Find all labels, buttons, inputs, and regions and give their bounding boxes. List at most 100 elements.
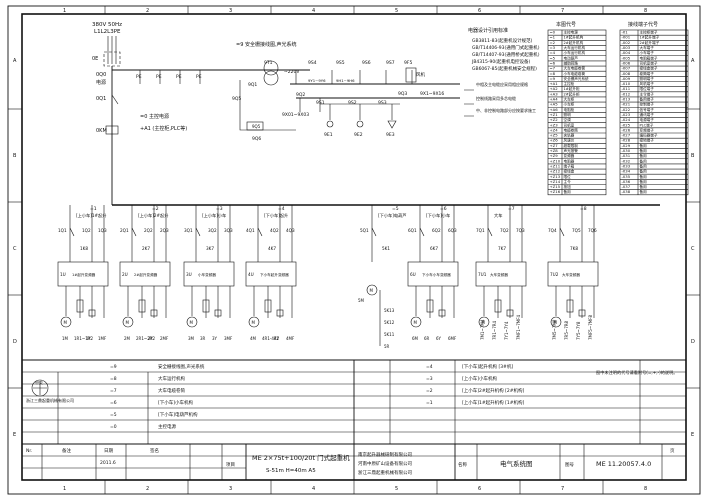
table-desc: 备用 xyxy=(640,163,648,168)
device-label: 7MF5~7MF8 xyxy=(588,315,593,340)
table-code: -X05 xyxy=(622,55,631,60)
device-label: 6MF xyxy=(448,336,457,341)
table-desc: 2#起升端子 xyxy=(640,40,660,45)
breaker-label: 6Q2 xyxy=(432,228,441,233)
trafo-voltage: ~220V xyxy=(284,69,300,75)
qs-text: 电源 xyxy=(96,79,106,86)
motor-m: M xyxy=(414,320,418,325)
inverter-text: 1#起升变频器 xyxy=(72,272,96,277)
legend-right: =4[下小车]起升机构 [3#机]=3[上小车]小车机构=2[上小车]2#起升机… xyxy=(426,363,524,406)
legend-desc: 安全栅接线图,声光系统 xyxy=(158,363,205,370)
contactor-label: 4K7 xyxy=(268,246,276,251)
s7-label: 9S7 xyxy=(386,60,395,66)
table-desc: 小车运行机构 xyxy=(564,50,586,55)
e3-bottom: 9E3 xyxy=(386,132,395,138)
table-desc: 按钮 xyxy=(564,184,572,189)
inverter-text: 大车变频器 xyxy=(562,272,580,277)
table-code: -X07 xyxy=(622,66,631,71)
table-desc: 大车运行机构 xyxy=(564,45,586,50)
legend-desc: 大车电缆卷筒 xyxy=(158,387,185,394)
table-code: -X36 xyxy=(622,179,631,184)
table-code: -X04 xyxy=(622,50,631,55)
inverter-box xyxy=(119,261,171,287)
table-code: +Z8 xyxy=(550,148,559,153)
ctrl-note: =0 主控电源 xyxy=(140,113,169,120)
column-ref: 7 xyxy=(561,8,564,14)
table-code: -X02 xyxy=(622,40,631,45)
table-code: +Z10 xyxy=(550,158,561,163)
table-desc: 备用 xyxy=(640,189,648,194)
column-ref: 2 xyxy=(146,486,149,492)
resistor-symbol xyxy=(202,299,210,313)
contactor-label: 2K7 xyxy=(142,246,150,251)
table-desc: 司机室端子 xyxy=(640,60,658,65)
device-label: 6R xyxy=(424,336,430,341)
table-desc: 卷筒端子 xyxy=(640,71,655,76)
motor-symbol xyxy=(248,316,260,328)
drawing-label: 名称 xyxy=(458,461,467,468)
inverter-label: 3U xyxy=(186,272,192,277)
device-label: 6Y xyxy=(436,336,442,341)
table-desc: 备用 xyxy=(640,169,648,174)
table-code: +A4 xyxy=(550,97,559,102)
table-code: =4 xyxy=(550,50,556,55)
col-name: 签名 xyxy=(150,447,159,454)
table-desc: 备用 xyxy=(640,143,648,148)
device-label: 3M xyxy=(188,336,195,341)
table-code: +Z3 xyxy=(550,122,559,127)
breaker-label: 7Q3 xyxy=(516,228,525,233)
inverter-text: 大车变频器 xyxy=(490,272,508,277)
table-desc: 备用端子 xyxy=(640,97,655,102)
qs-label: 0Q0 xyxy=(96,72,106,78)
inverter-box xyxy=(547,261,599,287)
legend-code: =6 xyxy=(110,400,117,406)
table-code: =3 xyxy=(550,45,556,50)
table-code: +A3 xyxy=(550,91,559,96)
table-desc: 大车电缆卷筒 xyxy=(564,66,586,71)
table-code: +A2 xyxy=(550,86,559,91)
table-desc: 电阻箱端子 xyxy=(640,55,658,60)
device-label: 5R xyxy=(384,344,390,349)
row-ref: C xyxy=(691,246,695,252)
column-ref: 2 xyxy=(146,8,149,14)
row-ref: A xyxy=(13,58,17,64)
contactor-label: 1K8 xyxy=(80,246,88,251)
branch-id: =5 xyxy=(392,206,399,212)
table-code: -X1 xyxy=(622,30,629,35)
table-desc: 接线盒端子 xyxy=(640,66,658,71)
breaker-label: 5Q1 xyxy=(360,228,369,233)
legend-desc: [下小车]起升机构 [3#机] xyxy=(462,363,513,370)
main-switch-label: 0E xyxy=(92,56,98,62)
table-desc: 限位端子 xyxy=(640,86,655,91)
table-desc: 辅助回路 xyxy=(564,60,579,65)
table-code: -X03 xyxy=(622,45,631,50)
table-title: 接线端子代号 xyxy=(628,21,658,28)
breaker-label: 4Q3 xyxy=(286,228,295,233)
q6-label: 9Q6 xyxy=(252,136,261,142)
table-desc: 限位 xyxy=(564,174,572,179)
trafo-label: 9T1 xyxy=(264,60,273,66)
incoming-supply: 380V 50Hz L1L2L3PE 0E 0Q0 电源 PE PE PE PE… xyxy=(92,22,660,206)
resistor-symbol xyxy=(264,299,272,313)
pe-label: PE xyxy=(196,74,202,80)
device-label: 7M5~7M8 xyxy=(552,319,557,340)
inverter-text: 下小车小车变频器 xyxy=(422,272,451,277)
table-desc: 主控柜端子 xyxy=(640,30,658,35)
table-code: -X11 xyxy=(622,86,631,91)
table-desc: 接线盒 xyxy=(564,169,575,174)
s4-label: 9S4 xyxy=(308,60,317,66)
inverter-label: 2U xyxy=(122,272,128,277)
brake-symbol xyxy=(506,309,514,317)
col-note: 备注 xyxy=(62,447,71,454)
pe-label: PE xyxy=(176,74,182,80)
table-code: =8 xyxy=(550,71,556,76)
inverter-label: 7U1 xyxy=(478,272,487,277)
q2-label: 9Q2 xyxy=(296,92,305,98)
product-spec: S-51m H=40m A5 xyxy=(266,468,316,474)
bus-label: 9X1~9X16 xyxy=(420,91,444,97)
device-label: 2Y xyxy=(148,336,154,341)
contactor-label: 3K7 xyxy=(206,246,214,251)
table-code: -X35 xyxy=(622,174,631,179)
